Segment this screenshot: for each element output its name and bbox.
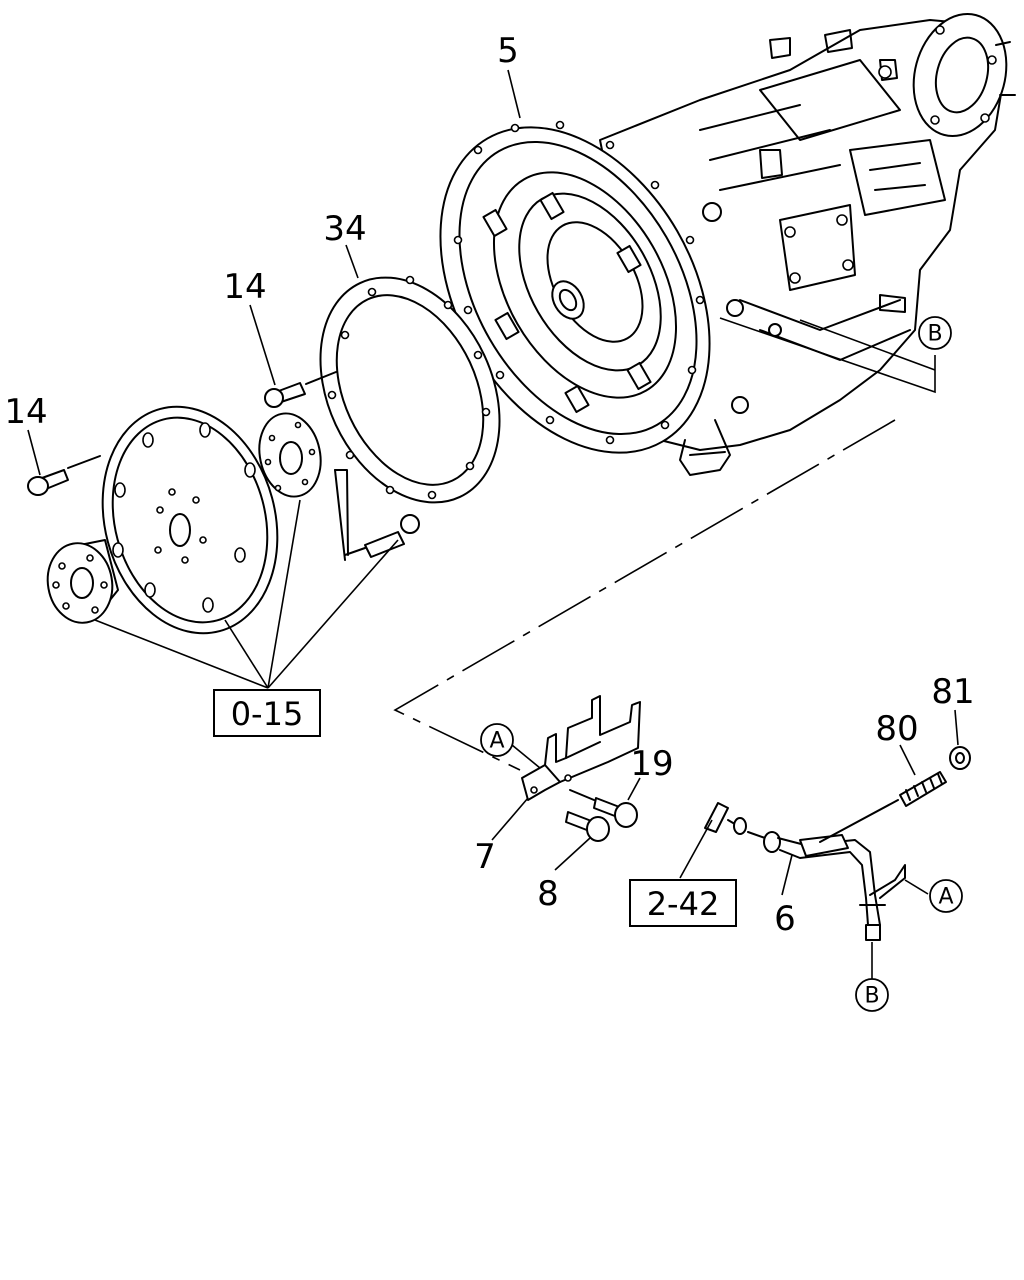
svg-text:B: B	[927, 322, 942, 347]
cover-bolt	[264, 371, 337, 408]
leader-242	[679, 819, 713, 879]
label-part-19: 19	[630, 744, 673, 784]
bracket	[521, 695, 641, 801]
ref-0-15-text: 0-15	[231, 695, 304, 733]
svg-text:A: A	[938, 885, 953, 910]
leader-19	[627, 777, 641, 801]
leader-80	[899, 744, 916, 776]
leader-14a	[27, 429, 41, 476]
adapter-spacer	[46, 539, 119, 624]
label-part-80: 80	[875, 709, 918, 749]
label-part-8: 8	[537, 874, 559, 914]
nut-81	[949, 746, 971, 770]
marker-a-tube: A	[929, 879, 963, 913]
leader-a1	[511, 744, 541, 769]
cover-plate	[319, 275, 501, 504]
leader-8	[554, 837, 591, 871]
stud-80	[819, 771, 947, 843]
label-part-7: 7	[474, 837, 496, 877]
marker-a-bracket: A	[480, 723, 514, 757]
reference-line-long	[393, 419, 896, 771]
label-part-6: 6	[774, 899, 796, 939]
converter-bolt	[334, 469, 420, 561]
label-part-14-upper: 14	[223, 267, 266, 307]
transmission-assembly	[439, 12, 1016, 476]
marker-b-upper: B	[918, 316, 952, 350]
reinforcement-washer	[258, 412, 322, 498]
dipstick-tube	[704, 802, 906, 941]
bolt-8	[565, 811, 610, 842]
label-part-81: 81	[931, 672, 974, 712]
ref-2-42-text: 2-42	[647, 885, 720, 923]
leader-a2	[904, 879, 929, 895]
flexplate	[101, 405, 279, 635]
marker-b-tube: B	[855, 978, 889, 1012]
leader-81	[954, 709, 959, 746]
leader-34	[345, 244, 359, 279]
svg-text:B: B	[864, 984, 879, 1009]
ref-box-2-42[interactable]: 2-42	[629, 879, 737, 927]
flexplate-bolt	[27, 455, 101, 496]
label-part-14-lower: 14	[4, 392, 47, 432]
leader-7	[491, 797, 529, 841]
b-leader-upper	[719, 317, 936, 394]
leader-6	[781, 854, 793, 896]
bolt-19	[569, 789, 638, 828]
ref-box-0-15[interactable]: 0-15	[213, 689, 321, 737]
leader-14b	[249, 304, 276, 386]
label-part-5: 5	[497, 31, 519, 71]
ref-015-leaders	[94, 499, 399, 689]
leader-5	[507, 69, 521, 119]
label-part-34: 34	[323, 209, 366, 249]
svg-text:A: A	[489, 729, 504, 754]
